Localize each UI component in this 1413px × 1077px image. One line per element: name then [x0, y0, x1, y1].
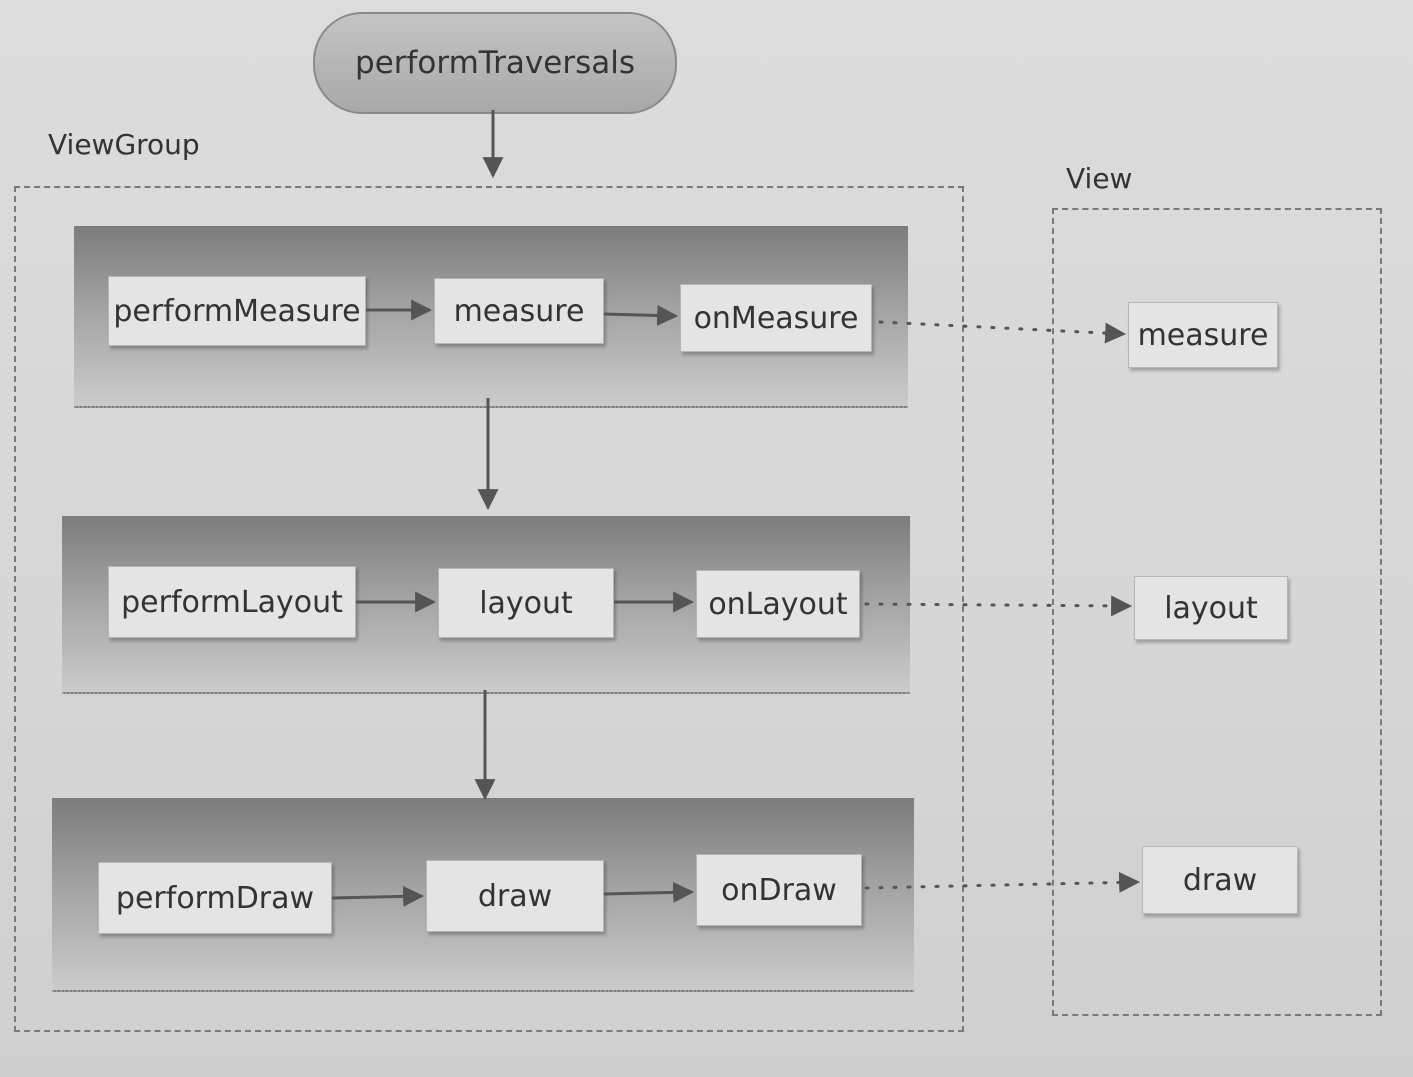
view-label: View — [1066, 162, 1133, 195]
perform-draw-box: performDraw — [98, 862, 332, 934]
perform-measure-box: performMeasure — [108, 276, 366, 346]
view-container — [1052, 208, 1382, 1016]
viewgroup-container — [14, 186, 964, 1032]
view-layout-box: layout — [1134, 576, 1288, 640]
perform-traversals-node: performTraversals — [313, 12, 677, 114]
on-layout-box: onLayout — [696, 570, 860, 638]
view-draw-box: draw — [1142, 846, 1298, 914]
viewgroup-label: ViewGroup — [48, 128, 200, 161]
measure-box: measure — [434, 278, 604, 344]
view-measure-box: measure — [1128, 302, 1278, 368]
perform-layout-box: performLayout — [108, 566, 356, 638]
layout-box: layout — [438, 568, 614, 638]
draw-box: draw — [426, 860, 604, 932]
on-measure-box: onMeasure — [680, 284, 872, 352]
on-draw-box: onDraw — [696, 854, 862, 926]
